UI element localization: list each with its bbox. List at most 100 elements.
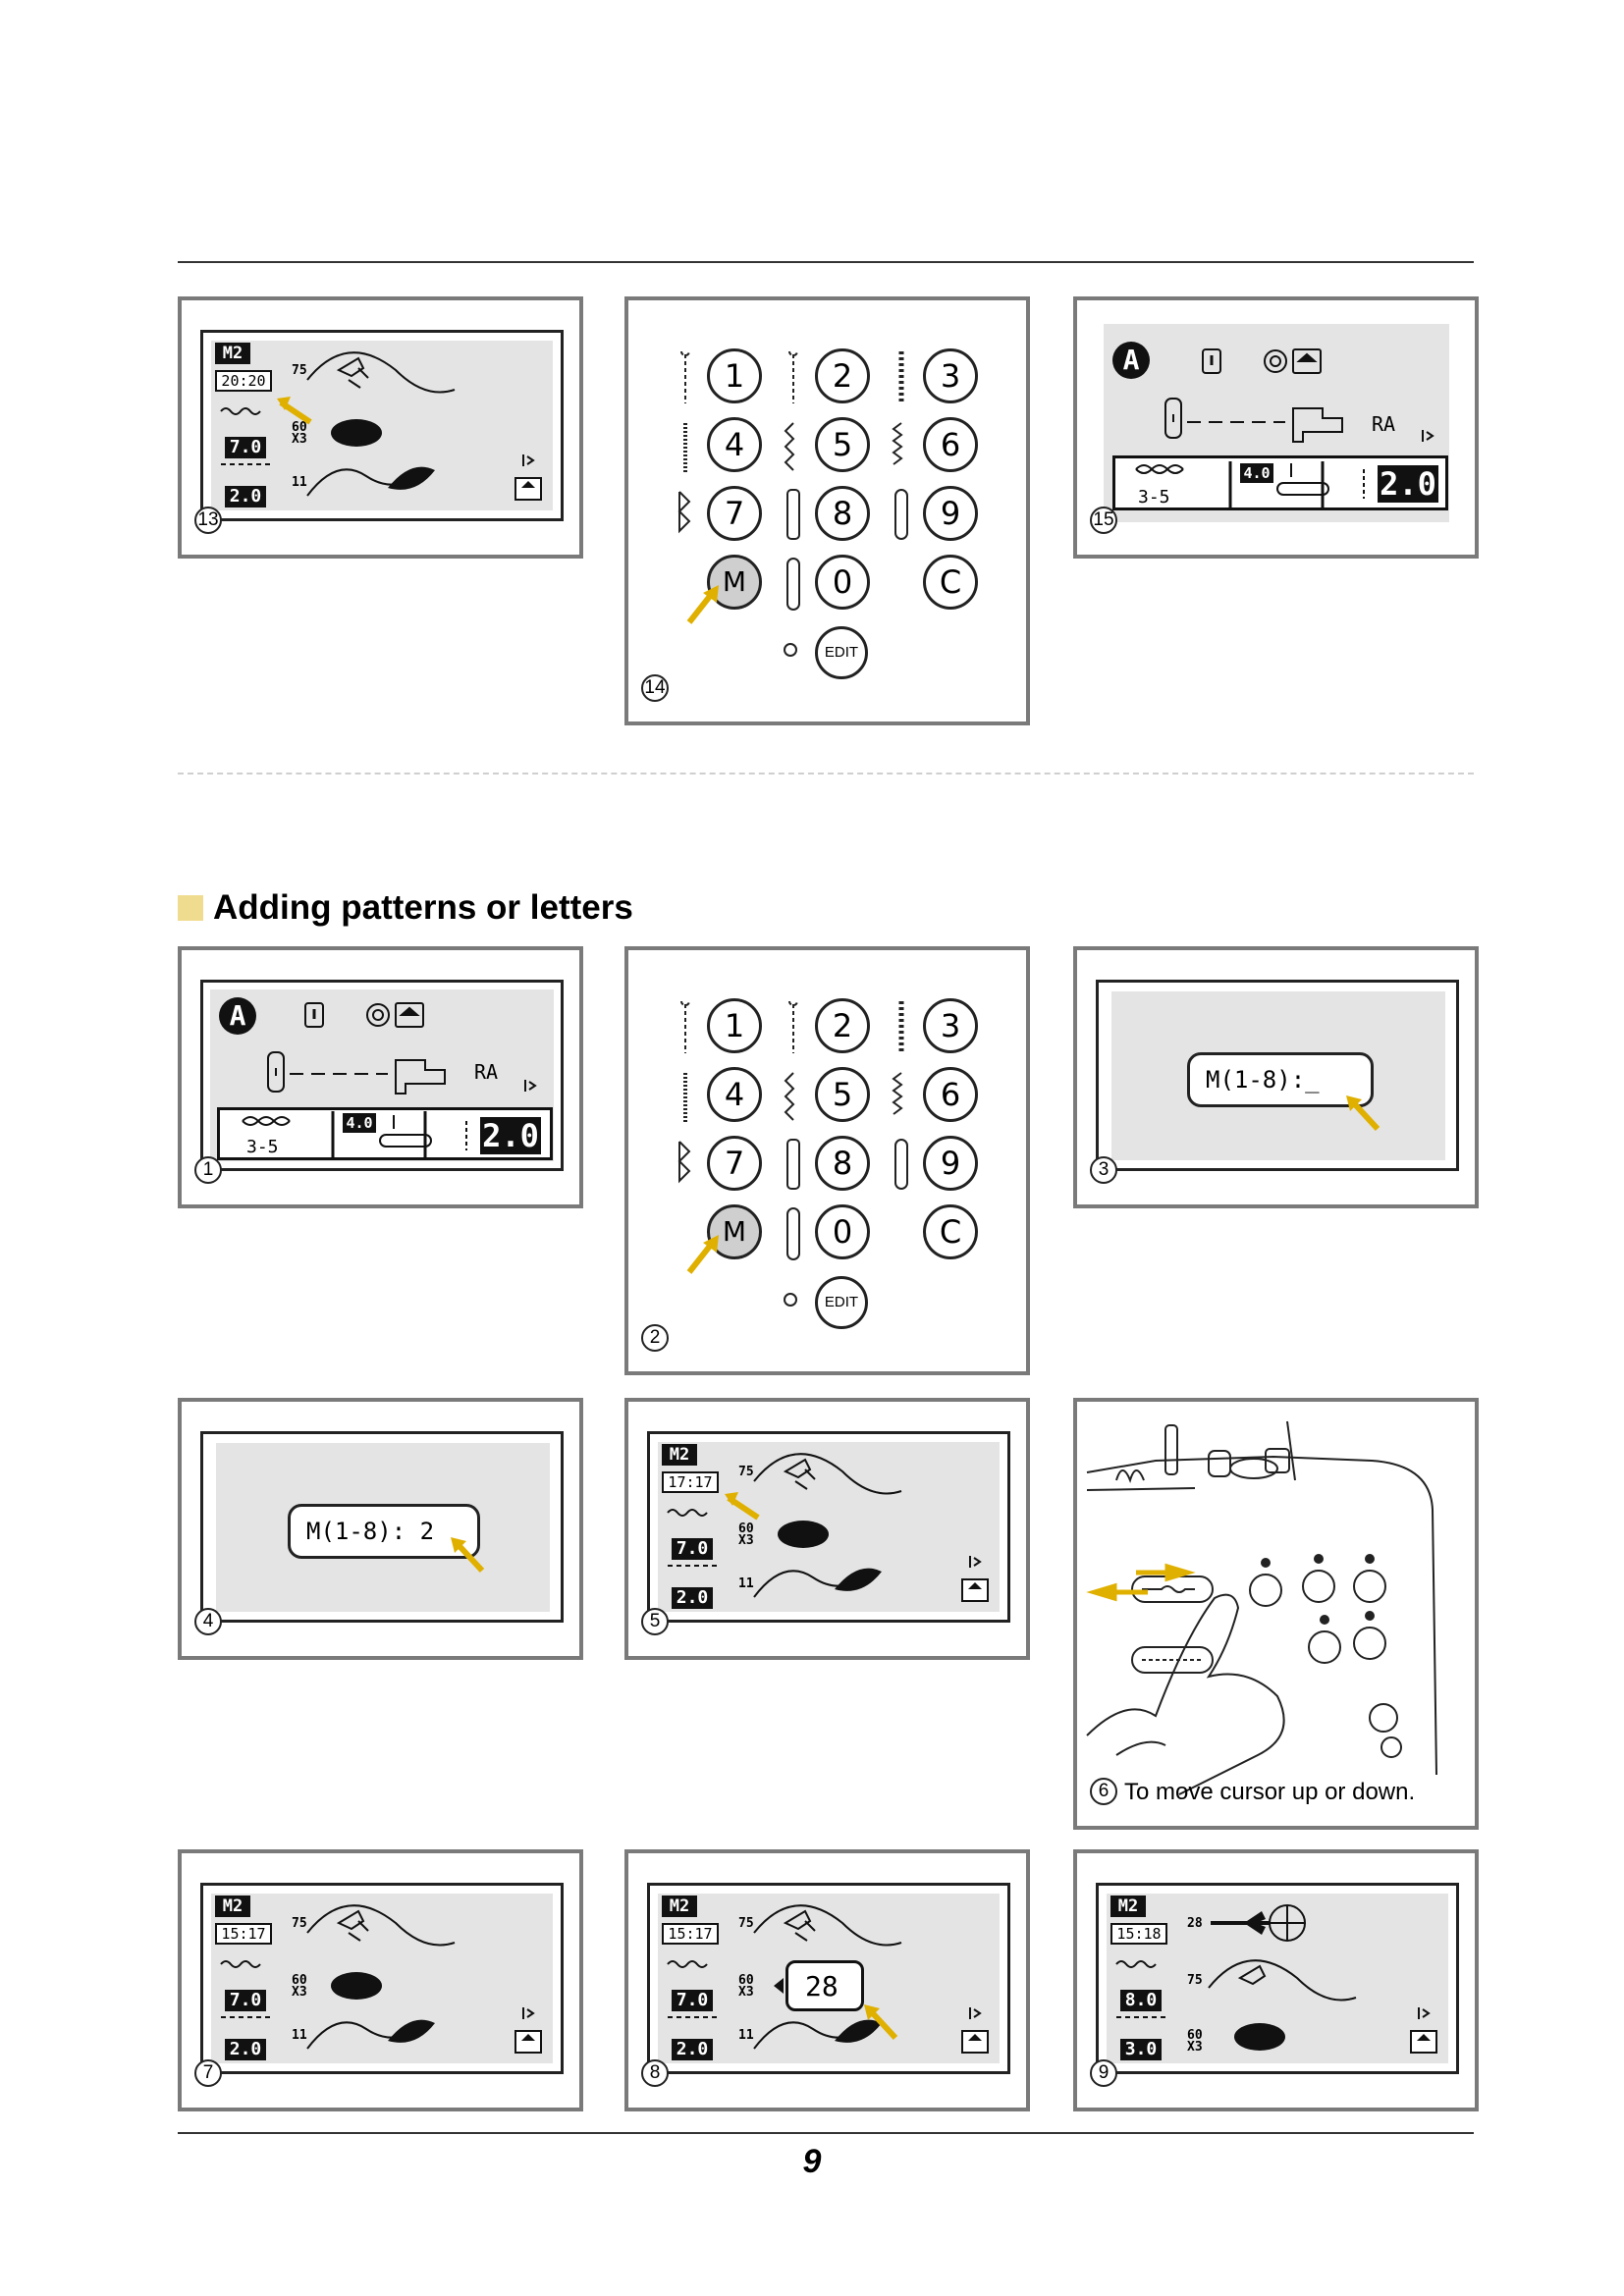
key-3[interactable]: 3: [923, 348, 978, 403]
figure-number: 4: [194, 1608, 222, 1635]
pattern-range: 3-5: [1138, 487, 1170, 507]
figure-number: 1: [194, 1156, 222, 1184]
mode-letter: A: [1112, 342, 1150, 379]
figure-number: 15: [1090, 507, 1117, 534]
entry-box: [785, 1960, 864, 2011]
figure-number: 14: [641, 674, 669, 702]
stitch-number-60: 60: [738, 1973, 754, 1988]
key-0[interactable]: 0: [815, 1204, 870, 1259]
length-value: 2.0: [1378, 465, 1438, 503]
stitch-number-11: 11: [292, 2028, 307, 2043]
stitch-number-60: 60: [1187, 2028, 1203, 2043]
memory-prompt: M(1-8): 2: [288, 1504, 480, 1559]
key-2[interactable]: 2: [815, 348, 870, 403]
memory-prompt: M(1-8):_: [1187, 1052, 1374, 1107]
figure-7: M2 15:17 75 60 X3 11 7.0 2.0 7: [178, 1849, 583, 2111]
memory-label: M2: [215, 1896, 250, 1917]
counter: 15:17: [662, 1923, 719, 1945]
key-9[interactable]: 9: [923, 1136, 978, 1191]
lcd-frame: M2 17:17 75 60 X3 11 7.0 2.0: [647, 1431, 1010, 1623]
figure-6: 6 To move cursor up or down.: [1073, 1398, 1479, 1830]
foot-code: RA: [1372, 412, 1396, 436]
counter: 20:20: [215, 370, 272, 392]
stitch-number-75: 75: [1187, 1973, 1203, 1988]
width-value: 4.0: [343, 1113, 376, 1133]
key-2[interactable]: 2: [815, 998, 870, 1053]
stitch-length-value: 2.0: [225, 2039, 266, 2060]
key-edit[interactable]: EDIT: [815, 626, 868, 679]
key-clear[interactable]: C: [923, 555, 978, 610]
stitch-width-value: 7.0: [225, 437, 266, 458]
key-3[interactable]: 3: [923, 998, 978, 1053]
repeat-x3: X3: [292, 1985, 307, 2000]
figure-9: M2 15:18 28 75 60 X3 8.0 3.0: [1073, 1849, 1479, 2111]
repeat-x3: X3: [738, 1985, 754, 2000]
lcd-frame: M2 15:18 28 75 60 X3 8.0 3.0: [1096, 1883, 1459, 2074]
indicator-dot: [784, 1293, 797, 1307]
stitch-width-value: 7.0: [672, 1538, 713, 1560]
stitch-icons: [677, 1000, 908, 1260]
stitch-width-value: 8.0: [1120, 1990, 1162, 2011]
key-6[interactable]: 6: [923, 417, 978, 472]
figure-13: M2 20:20 75 60 X3 11 7.0 2.0: [178, 296, 583, 559]
lcd-screen: M2 17:17 75 60 X3 11 7.0 2.0: [658, 1442, 1000, 1612]
foot-code: RA: [474, 1060, 499, 1084]
pattern-drawing: [220, 1904, 542, 2054]
length-value: 2.0: [480, 1117, 541, 1154]
figure-number: 8: [641, 2059, 669, 2087]
figure-number: 2: [641, 1324, 669, 1352]
figure-number: 7: [194, 2059, 222, 2087]
key-9[interactable]: 9: [923, 486, 978, 541]
stitch-length-value: 2.0: [672, 1587, 713, 1609]
key-8[interactable]: 8: [815, 1136, 870, 1191]
repeat-x3: X3: [292, 432, 307, 447]
top-rule: [178, 261, 1474, 263]
section-heading-text: Adding patterns or letters: [213, 888, 633, 927]
key-4[interactable]: 4: [707, 1067, 762, 1122]
key-5[interactable]: 5: [815, 417, 870, 472]
stitch-number-75: 75: [738, 1916, 754, 1931]
lcd-screen: M2 20:20 75 60 X3 11 7.0 2.0: [211, 341, 553, 510]
key-6[interactable]: 6: [923, 1067, 978, 1122]
yellow-arrow: [864, 2004, 898, 2041]
lcd-screen: M2 15:17 75 60 X3 11 7.0 2.0: [211, 1894, 553, 2063]
key-8[interactable]: 8: [815, 486, 870, 541]
yellow-arrow: [277, 397, 312, 425]
pattern-drawing: [220, 351, 542, 501]
key-edit[interactable]: EDIT: [815, 1276, 868, 1329]
figure-number: 5: [641, 1608, 669, 1635]
figure-caption: To move cursor up or down.: [1124, 1779, 1416, 1805]
bottom-rule: [178, 2132, 1474, 2134]
key-clear[interactable]: C: [923, 1204, 978, 1259]
figure-5: M2 17:17 75 60 X3 11 7.0 2.0: [624, 1398, 1030, 1660]
key-7[interactable]: 7: [707, 486, 762, 541]
stitch-number-11: 11: [738, 1576, 754, 1591]
key-1[interactable]: 1: [707, 998, 762, 1053]
yellow-arrow: [725, 1492, 760, 1521]
key-7[interactable]: 7: [707, 1136, 762, 1191]
key-5[interactable]: 5: [815, 1067, 870, 1122]
heading-marker: [178, 895, 203, 921]
figure-number: 6: [1090, 1778, 1117, 1805]
figure-2: 1 2 3 4 5 6 7 8 9 M 0 C EDIT 2: [624, 946, 1030, 1375]
pattern-drawing: [667, 1453, 989, 1602]
stitch-length-value: 2.0: [225, 486, 266, 507]
counter: 15:17: [215, 1923, 272, 1945]
lcd-screen: M2 15:17 75 60 X3 11 7.0 2.0 28: [658, 1894, 1000, 2063]
stitch-number-75: 75: [292, 1916, 307, 1931]
memory-label: M2: [662, 1444, 697, 1466]
key-4[interactable]: 4: [707, 417, 762, 472]
stitch-number-11: 11: [738, 2028, 754, 2043]
figure-3: M(1-8):_ 3: [1073, 946, 1479, 1208]
counter: 17:17: [662, 1471, 719, 1493]
key-0[interactable]: 0: [815, 555, 870, 610]
figure-number: 3: [1090, 1156, 1117, 1184]
stitch-number-11: 11: [292, 475, 307, 490]
lcd-screen: M2 15:18 28 75 60 X3 8.0 3.0: [1107, 1894, 1448, 2063]
repeat-x3: X3: [738, 1533, 754, 1548]
key-1[interactable]: 1: [707, 348, 762, 403]
lcd-frame: M2 15:17 75 60 X3 11 7.0 2.0: [200, 1883, 564, 2074]
memory-label: M2: [1110, 1896, 1146, 1917]
home-icons: [1135, 348, 1435, 508]
figure-number: 9: [1090, 2059, 1117, 2087]
